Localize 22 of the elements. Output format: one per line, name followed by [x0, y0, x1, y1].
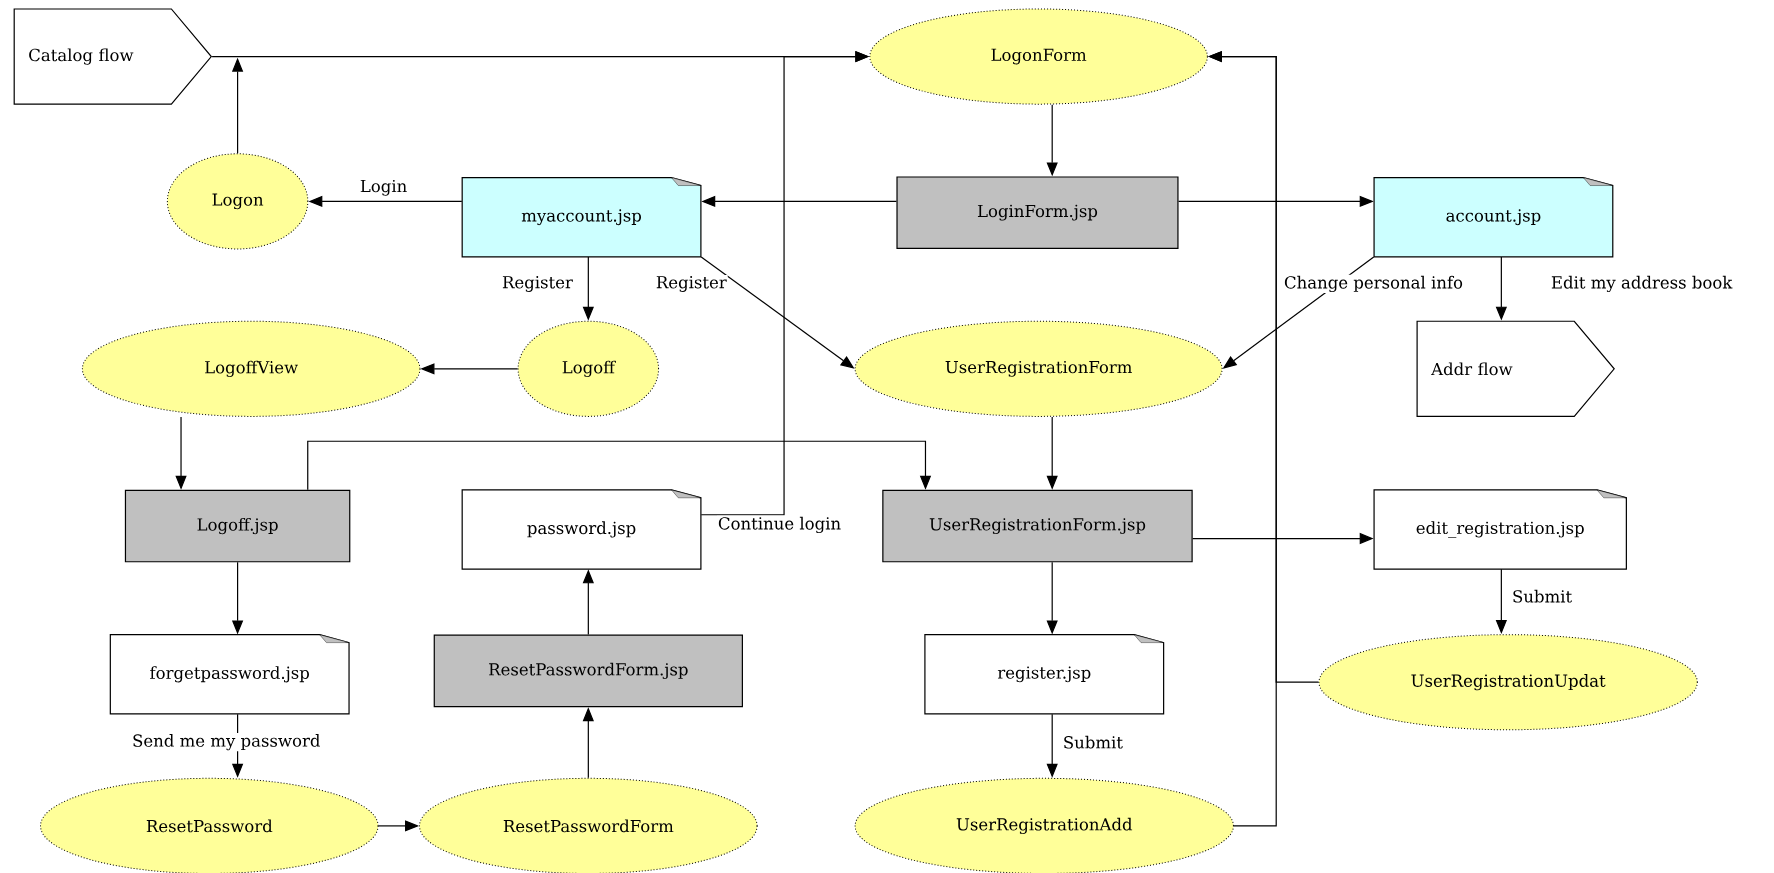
edge-label: Continue login [716, 515, 843, 534]
edge-label: Register [654, 274, 728, 293]
edge-label: Register [501, 274, 574, 293]
document-box: myaccount.jsp [461, 176, 702, 258]
action-box: Logoff.jsp [124, 489, 351, 563]
document-box: password.jsp [461, 489, 702, 570]
edge-label: Submit [1061, 734, 1124, 750]
arrow [307, 440, 932, 491]
action-box: UserRegistrationForm.jsp [882, 489, 1193, 563]
edge-label: Send me my password [131, 732, 322, 752]
edge-label: Change personal info [1282, 274, 1465, 293]
document-box: register.jsp [924, 633, 1165, 715]
edge-label: Submit [1511, 588, 1574, 604]
document-box: account.jsp [1373, 176, 1614, 258]
action-box: LoginForm.jsp [896, 176, 1179, 249]
edge-label: Edit my address book [1549, 274, 1734, 293]
document-box: forgetpassword.jsp [109, 633, 350, 715]
pentagon-box: Addr flow [1416, 320, 1615, 417]
action-box: ResetPasswordForm.jsp [433, 634, 743, 707]
pentagon-box: Catalog flow [13, 8, 213, 105]
document-box: edit_registration.jsp [1373, 489, 1627, 570]
edge-label: Login [358, 178, 409, 197]
